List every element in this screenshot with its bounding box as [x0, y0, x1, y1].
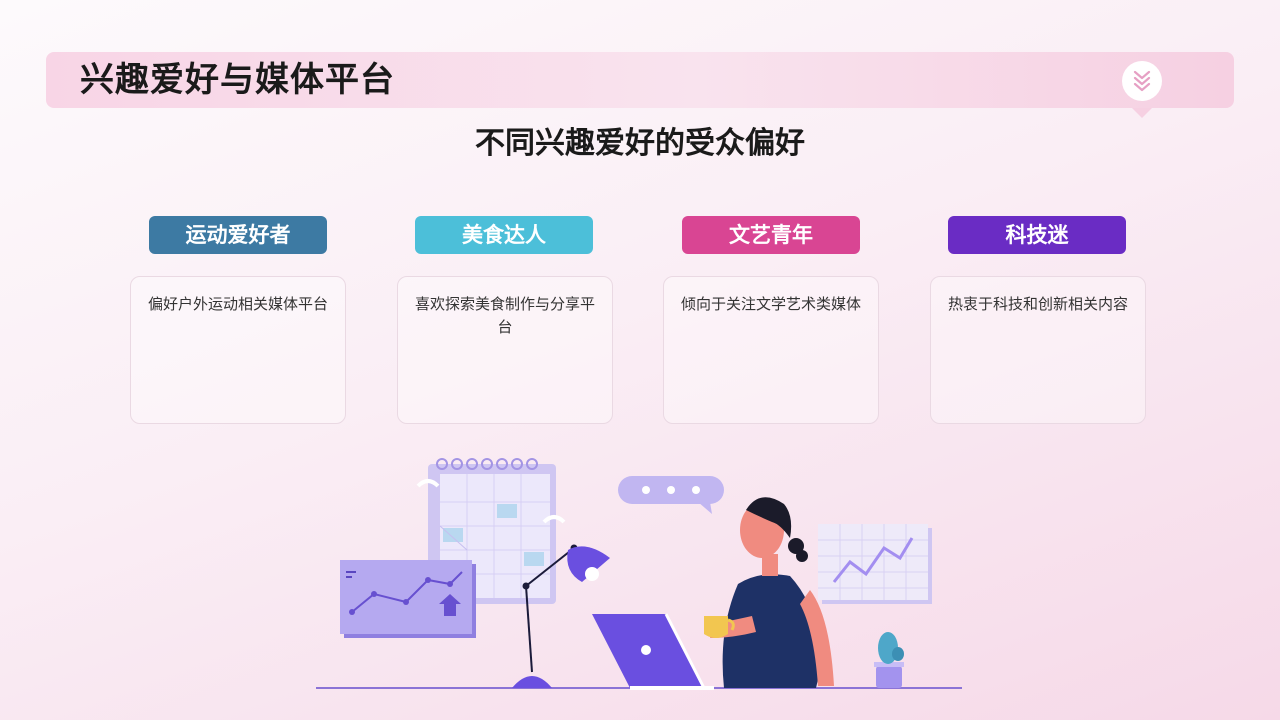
double-chevron-down-icon: [1133, 70, 1151, 92]
category-pill-sports: 运动爱好者: [149, 216, 327, 254]
badge-notch: [1132, 108, 1152, 118]
category-pill-arts: 文艺青年: [682, 216, 860, 254]
category-pill-food: 美食达人: [415, 216, 593, 254]
title-bar: 兴趣爱好与媒体平台: [46, 52, 1234, 118]
category-card-tech: 热衷于科技和创新相关内容: [930, 276, 1146, 424]
category-description: 倾向于关注文学艺术类媒体: [680, 295, 861, 313]
category-card-food: 喜欢探索美食制作与分享平台: [397, 276, 613, 424]
woman-figure: [704, 497, 834, 688]
category-card-sports: 偏好户外运动相关媒体平台: [130, 276, 346, 424]
category-description: 喜欢探索美食制作与分享平台: [414, 295, 595, 336]
page-title: 兴趣爱好与媒体平台: [80, 60, 395, 100]
scroll-down-badge[interactable]: [1122, 61, 1162, 101]
chart-screen-icon: [340, 560, 476, 638]
category-pill-tech: 科技迷: [948, 216, 1126, 254]
category-card-arts: 倾向于关注文学艺术类媒体: [663, 276, 879, 424]
desk-lamp-icon: [512, 544, 610, 688]
plant-icon: [874, 632, 904, 688]
category-description: 偏好户外运动相关媒体平台: [147, 295, 328, 313]
section-subtitle: 不同兴趣爱好的受众偏好: [475, 126, 805, 161]
trend-chart-icon: [818, 524, 932, 604]
speech-bubble-icon: [618, 476, 724, 514]
category-description: 热衷于科技和创新相关内容: [947, 295, 1128, 313]
woman-at-laptop-illustration: [316, 458, 962, 690]
laptop-icon: [592, 613, 714, 690]
